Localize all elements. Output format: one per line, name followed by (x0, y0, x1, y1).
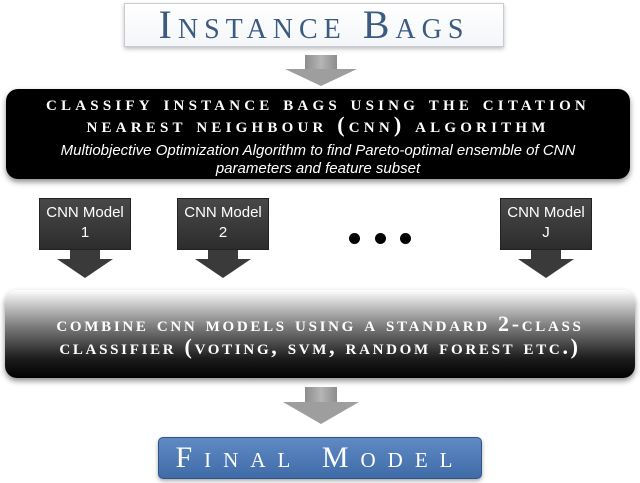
classify-title-line-2: nearest neighbour (CNN) algorithm (86, 112, 550, 137)
cnn-model-1-name: CNN Model (46, 204, 124, 221)
cnn-model-1-label: CNN Model 1 (39, 198, 131, 250)
cnn-model-j-index: J (542, 224, 550, 241)
classify-subtitle-line-2: parameters and feature subset (215, 160, 421, 177)
cnn-model-1-arrow (57, 259, 113, 278)
cnn-model-j: CNN Model J (500, 198, 592, 278)
instance-bags-box: Instance Bags (124, 3, 504, 47)
classify-subtitle-line-1: Multiobjective Optimization Algorithm to… (60, 142, 576, 159)
combine-models-box: Combine CNN models using a standard 2-cl… (5, 290, 635, 378)
cnn-model-2-arrow (195, 259, 251, 278)
cnn-model-j-label: CNN Model J (500, 198, 592, 250)
classify-subtitle: Multiobjective Optimization Algorithm to… (6, 142, 630, 178)
final-model-label: Final Model (175, 441, 465, 474)
ellipsis-dot-1 (349, 233, 360, 244)
classify-title-line-1: Classify instance bags using the citatio… (46, 90, 590, 115)
ellipsis-dot-2 (375, 233, 386, 244)
cnn-model-2: CNN Model 2 (177, 198, 269, 278)
instance-bags-label: Instance Bags (158, 2, 470, 47)
ellipsis-dot-3 (400, 233, 411, 244)
classify-cnn-box: Classify instance bags using the citatio… (6, 89, 630, 179)
cnn-model-2-index: 2 (218, 224, 228, 241)
cnn-model-1-index: 1 (80, 224, 90, 241)
cnn-model-2-label: CNN Model 2 (177, 198, 269, 250)
combine-line-2: classifier (Voting, SVM, Random Forest e… (59, 334, 581, 359)
cnn-model-j-arrow (518, 259, 574, 278)
final-model-box: Final Model (158, 437, 482, 479)
cnn-model-2-name: CNN Model (184, 204, 262, 221)
cnn-model-1: CNN Model 1 (39, 198, 131, 278)
cnn-model-j-name: CNN Model (507, 204, 585, 221)
combine-line-1: Combine CNN models using a standard 2-cl… (56, 311, 584, 336)
